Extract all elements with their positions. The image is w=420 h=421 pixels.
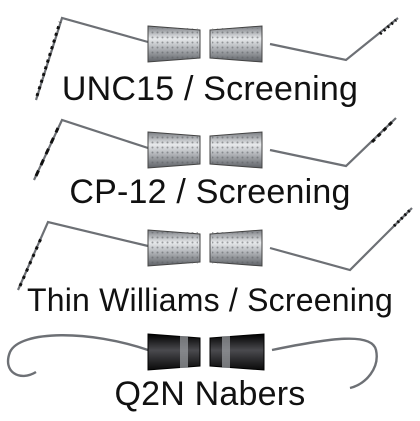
q2n-nabers-probe [6, 333, 378, 390]
instrument-label-cp12: CP-12 / Screening [69, 173, 351, 211]
thin-williams-probe [16, 207, 413, 291]
instrument-label-thin-williams: Thin Williams / Screening [27, 282, 393, 318]
unc15-probe [34, 16, 399, 101]
instrument-label-q2n-nabers: Q2N Nabers [114, 375, 306, 413]
instrument-label-unc15: UNC15 / Screening [61, 70, 359, 108]
cp12-probe [33, 117, 397, 181]
